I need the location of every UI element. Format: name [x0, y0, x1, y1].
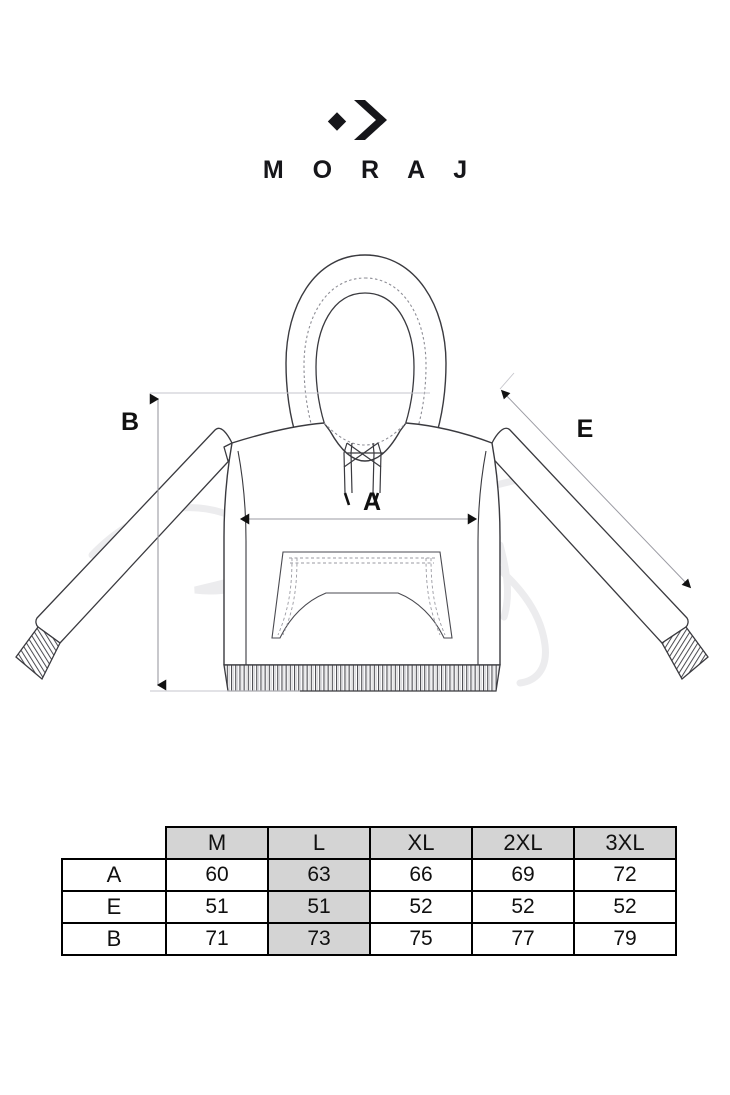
row-label-e: E — [61, 890, 167, 924]
right-cuff — [661, 626, 709, 681]
measure-a-label: A — [363, 488, 381, 516]
table-header-row: M L XL 2XL 3XL — [62, 826, 677, 860]
column-header-2xl: 2XL — [471, 826, 575, 860]
cell-e-xl: 52 — [369, 890, 473, 924]
cell-b-2xl: 77 — [471, 922, 575, 956]
column-header-xl: XL — [369, 826, 473, 860]
drawstrings — [343, 442, 382, 506]
cell-e-3xl: 52 — [573, 890, 677, 924]
cell-a-m: 60 — [165, 858, 269, 892]
table-row: E 51 51 52 52 52 — [61, 890, 677, 924]
right-sleeve — [485, 427, 689, 644]
garment-technical-drawing: B A E — [0, 245, 730, 715]
left-sleeve — [35, 427, 239, 644]
column-header-3xl: 3XL — [573, 826, 677, 860]
measure-e-line — [499, 372, 692, 589]
size-chart-table: M L XL 2XL 3XL A 60 63 66 69 72 E 51 51 … — [61, 826, 677, 956]
table-row: A 60 63 66 69 72 — [61, 858, 677, 892]
brand-header: M O R A J — [0, 96, 730, 183]
cell-b-xl: 75 — [369, 922, 473, 956]
column-header-m: M — [165, 826, 269, 860]
cell-b-3xl: 79 — [573, 922, 677, 956]
brand-wordmark: M O R A J — [262, 156, 479, 184]
cell-e-l: 51 — [267, 890, 371, 924]
measure-b-line — [149, 392, 430, 692]
table-corner-cell — [62, 827, 166, 859]
cell-e-2xl: 52 — [471, 890, 575, 924]
cell-a-l: 63 — [267, 858, 371, 892]
hoodie-illustration-svg: B A E — [15, 254, 709, 692]
cell-b-l: 73 — [267, 922, 371, 956]
bottom-hem-rib — [223, 664, 501, 692]
table-row: B 71 73 75 77 79 — [61, 922, 677, 956]
kangaroo-pocket — [271, 551, 453, 639]
cell-b-m: 71 — [165, 922, 269, 956]
measure-b-label: B — [121, 408, 139, 436]
left-cuff — [15, 626, 61, 681]
cell-a-3xl: 72 — [573, 858, 677, 892]
cell-a-2xl: 69 — [471, 858, 575, 892]
moraj-chevron-logo-icon — [327, 100, 387, 140]
row-label-b: B — [61, 922, 167, 956]
row-label-a: A — [61, 858, 167, 892]
size-chart-container: M L XL 2XL 3XL A 60 63 66 69 72 E 51 51 … — [61, 826, 677, 956]
cell-a-xl: 66 — [369, 858, 473, 892]
cell-e-m: 51 — [165, 890, 269, 924]
measure-e-label: E — [577, 415, 594, 443]
column-header-l: L — [267, 826, 371, 860]
